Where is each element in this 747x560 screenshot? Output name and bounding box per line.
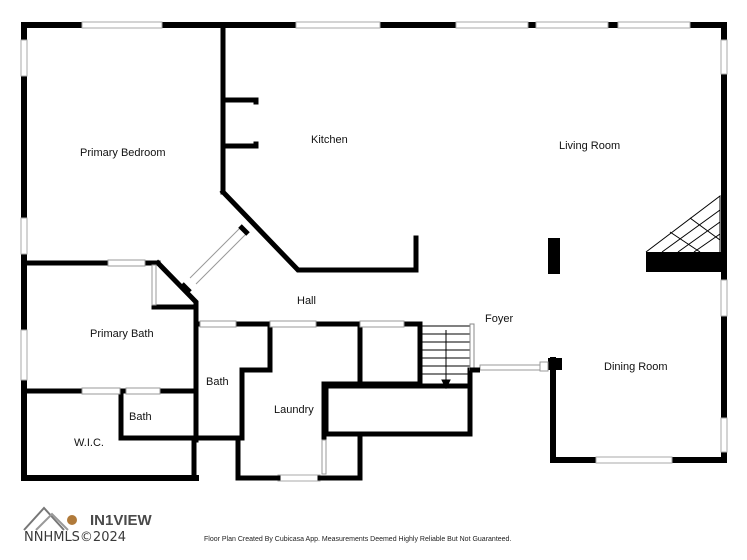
room-label-laundry: Laundry (274, 404, 314, 416)
interior-walls (24, 25, 473, 481)
door-stubs (180, 224, 250, 294)
fixtures (548, 238, 724, 370)
house-logo-icon (23, 506, 77, 531)
room-label-kitchen: Kitchen (311, 134, 348, 146)
fireplace-hatch (645, 194, 721, 253)
room-label-hall: Hall (297, 295, 316, 307)
room-label-bath-1: Bath (206, 376, 229, 388)
hall-door-frame (189, 227, 247, 285)
room-label-primary-bath: Primary Bath (90, 328, 154, 340)
brand-name: IN1VIEW (90, 512, 152, 529)
room-label-primary-bedroom: Primary Bedroom (80, 147, 166, 159)
room-label-living-room: Living Room (559, 140, 621, 152)
windows (20, 21, 728, 482)
door-openings (81, 259, 549, 475)
footer-disclaimer: Floor Plan Created By Cubicasa App. Meas… (204, 536, 512, 543)
stairs (421, 323, 475, 390)
room-label-dining-room: Dining Room (604, 361, 668, 373)
room-label-foyer: Foyer (485, 313, 514, 325)
brand-logo: IN1VIEW NNHMLS©2024 (22, 502, 152, 546)
mls-watermark: NNHMLS©2024 (24, 530, 127, 545)
room-label-bath-2: Bath (129, 411, 152, 423)
room-label-wic: W.I.C. (74, 437, 104, 449)
